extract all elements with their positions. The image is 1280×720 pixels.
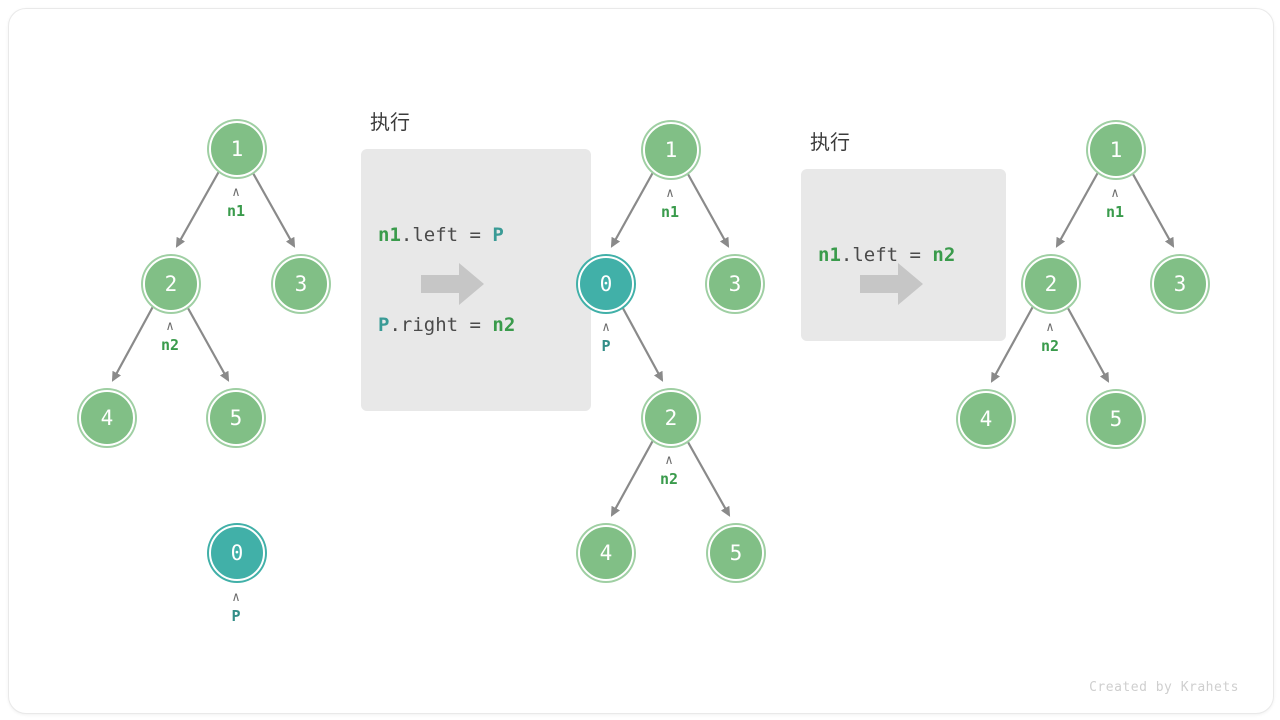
pointer-name: n2 [160,336,180,354]
pointer-label-P: ∧P [206,590,266,625]
pointer-label-n2: ∧ n2 [1020,320,1080,355]
pointer-name: n1 [1105,203,1125,221]
pointer-label-n1: ∧ n1 [640,186,700,221]
caret-icon: ∧ [602,320,610,335]
caret-icon: ∧ [232,590,240,605]
pointer-label-n1: ∧ n1 [1085,186,1145,221]
tree-node-4: 4 [79,390,135,446]
caret-icon: ∧ [665,453,673,468]
flow-arrow-1-icon [421,261,485,307]
caret-icon: ∧ [1046,320,1054,335]
tree-node-5: 5 [1088,391,1144,447]
diagram-canvas: 执行 n1.left = P P.right = n2 执行 n1.left =… [8,8,1274,714]
tree-node-3: 3 [1152,256,1208,312]
pointer-label-n2: ∧ n2 [639,453,699,488]
pointer-label-P: ∧P [576,320,636,355]
pointer-name: n1 [226,202,246,220]
step-2-code: n1.left = n2 [801,169,1006,341]
pointer-name: P [601,337,611,355]
pointer-name: n2 [1040,337,1060,355]
flow-arrow-2-icon [860,261,924,307]
tree-node-1: 1 [1088,122,1144,178]
caret-icon: ∧ [232,185,240,200]
pointer-label-n2: ∧ n2 [140,319,200,354]
tree-node-2: 2 [1023,256,1079,312]
pointer-name: n2 [659,470,679,488]
tree-node-5: 5 [208,390,264,446]
tree-node-0: 0 [578,256,634,312]
step-1-code-line-1: n1.left = P [378,224,504,246]
tree-node-2: 2 [143,256,199,312]
credit-text: Created by Krahets [1089,680,1239,695]
tree-node-1: 1 [209,121,265,177]
step-1-title: 执行 [370,110,410,134]
tree-edges-layer [111,165,1175,517]
tree-node-1: 1 [643,122,699,178]
pointer-name: P [231,607,241,625]
tree-node-5: 5 [708,525,764,581]
caret-icon: ∧ [666,186,674,201]
caret-icon: ∧ [1111,186,1119,201]
caret-icon: ∧ [166,319,174,334]
tree-node-3: 3 [707,256,763,312]
tree-node-2: 2 [643,390,699,446]
tree-node-4: 4 [578,525,634,581]
step-2-title: 执行 [810,130,850,154]
step-1-code-line-2: P.right = n2 [378,314,516,336]
pointer-name: n1 [660,203,680,221]
tree-node-3: 3 [273,256,329,312]
step-2-code-line-1: n1.left = n2 [818,244,956,266]
tree-node-4: 4 [958,391,1014,447]
tree-node-0: 0 [209,525,265,581]
pointer-label-n1: ∧ n1 [206,185,266,220]
